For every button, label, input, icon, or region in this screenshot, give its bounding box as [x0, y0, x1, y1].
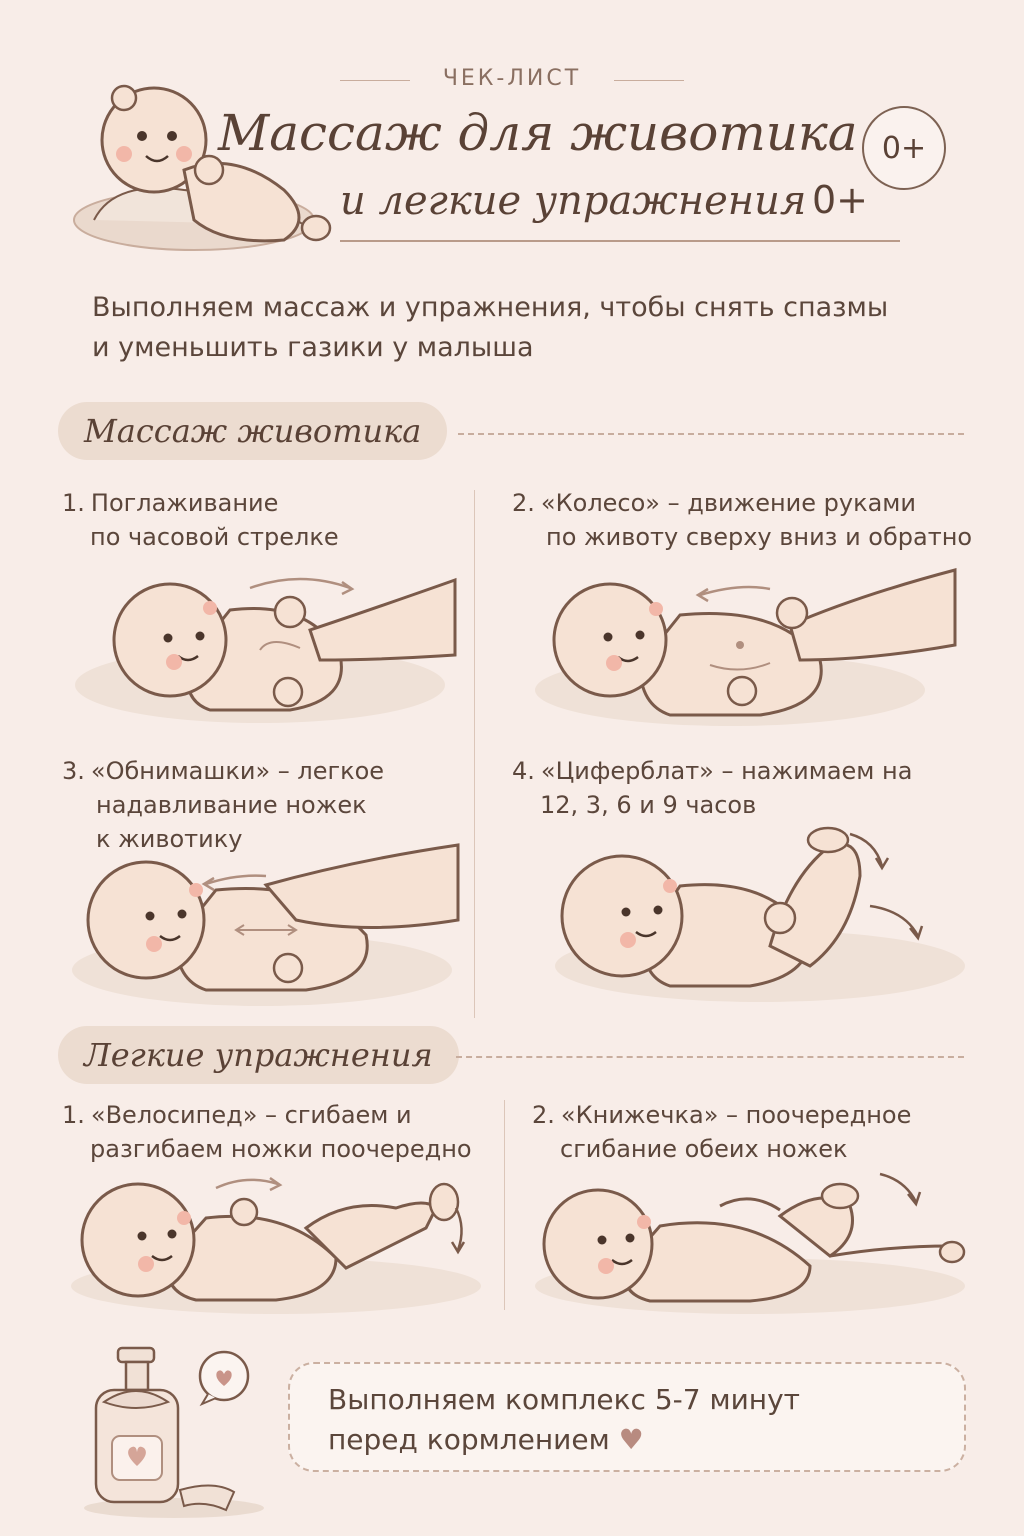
massage-illustration-2: [535, 568, 957, 726]
step-text-line1: «Обнимашки» – легкое: [90, 757, 385, 785]
kicker-rule-right: [614, 80, 684, 81]
step-text-line3: к животику: [96, 825, 243, 853]
step-text-line2: по часовой стрелке: [90, 523, 339, 551]
intro-line2: и уменьшить газики у малыша: [92, 332, 534, 363]
massage-illustration-1: [75, 577, 457, 723]
intro-line1: Выполняем массаж и упражнения, чтобы сня…: [92, 292, 889, 323]
step-text-line1: «Циферблат» – нажимаем на: [540, 757, 913, 785]
age-badge-text: 0+: [881, 130, 927, 166]
bottom-note: Выполняем комплекс 5-7 минут перед кормл…: [288, 1362, 966, 1472]
step-text-line2: надавливание ножек: [96, 791, 367, 819]
step-text-line2: разгибаем ножки поочередно: [90, 1135, 472, 1163]
step-text-line1: «Колесо» – движение руками: [540, 489, 916, 517]
column-divider-1: [474, 490, 475, 1018]
step-number: 1.: [62, 1101, 85, 1129]
step-number: 3.: [62, 757, 85, 785]
massage-step-4: 4.«Циферблат» – нажимаем на 12, 3, 6 и 9…: [512, 754, 912, 822]
note-line1: Выполняем комплекс 5-7 минут: [328, 1383, 800, 1416]
massage-illustration-3: [72, 843, 460, 1006]
massage-illustration-4: [555, 826, 965, 1002]
bottle-illustration: [84, 1346, 264, 1518]
step-number: 2.: [512, 489, 535, 517]
step-text-line2: сгибание обеих ножек: [560, 1135, 848, 1163]
note-line2: перед кормлением: [328, 1423, 610, 1456]
massage-step-2: 2.«Колесо» – движение руками по животу с…: [512, 486, 972, 554]
step-text-line1: «Книжечка» – поочередное: [560, 1101, 912, 1129]
header-baby-illustration: [73, 84, 332, 251]
section-title-exercises: Легкие упражнения: [58, 1026, 459, 1084]
step-text-line1: «Велосипед» – сгибаем и: [90, 1101, 412, 1129]
step-text-line2: по животу сверху вниз и обратно: [546, 523, 973, 551]
checklist-label: ЧЕК-ЛИСТ: [442, 66, 582, 91]
exercise-step-2: 2.«Книжечка» – поочередное сгибание обеи…: [532, 1098, 911, 1166]
heart-icon: ♥: [618, 1423, 644, 1456]
step-text-line2: 12, 3, 6 и 9 часов: [540, 791, 757, 819]
kicker-rule-left: [340, 80, 410, 81]
step-number: 2.: [532, 1101, 555, 1129]
page-title-line1: Массаж для животика: [218, 104, 858, 162]
section-divider-exercises: [456, 1056, 964, 1058]
step-number: 1.: [62, 489, 85, 517]
section-title-massage: Массаж животика: [58, 402, 448, 460]
step-number: 4.: [512, 757, 535, 785]
massage-step-1: 1.Поглаживание по часовой стрелке: [62, 486, 339, 554]
section-divider-massage: [458, 433, 964, 435]
age-badge: 0+: [862, 106, 946, 190]
intro-text: Выполняем массаж и упражнения, чтобы сня…: [92, 288, 952, 368]
page-title-line2: и легкие упражнения: [340, 178, 807, 224]
step-text-line1: Поглаживание: [90, 489, 279, 517]
page-title-age: 0+: [812, 178, 869, 222]
column-divider-2: [504, 1100, 505, 1310]
exercise-illustration-2: [535, 1172, 966, 1314]
note-line2-wrap: перед кормлением ♥: [328, 1420, 926, 1460]
exercise-step-1: 1.«Велосипед» – сгибаем и разгибаем ножк…: [62, 1098, 472, 1166]
title-underline: [340, 240, 900, 242]
exercise-illustration-1: [71, 1176, 481, 1314]
massage-step-3: 3.«Обнимашки» – легкое надавливание ноже…: [62, 754, 384, 856]
